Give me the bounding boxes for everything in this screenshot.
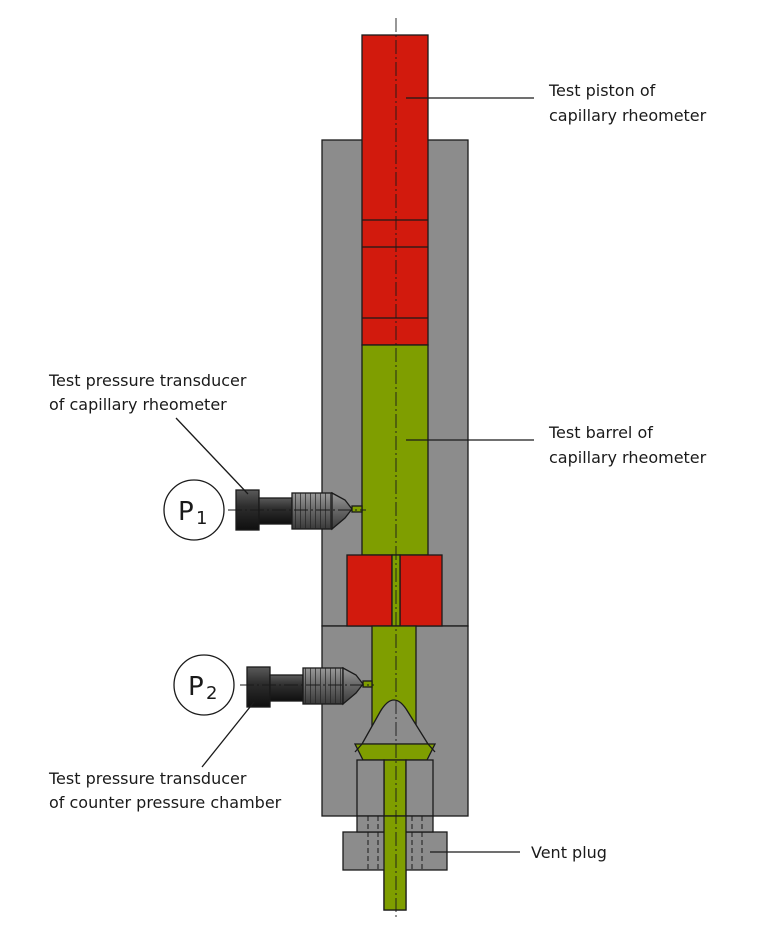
label-transducer-2-line2: of counter pressure chamber [49,793,282,812]
pressure-transducer-2 [246,666,373,708]
test-piston [361,34,429,346]
transducer-2-neck [269,674,304,702]
die-block-right [399,554,443,627]
vent-inner-left [356,759,385,817]
gauge-p1-letter: P [178,497,194,527]
transducer-1-tip [331,491,353,531]
gauge-p1-circle [163,479,225,541]
transducer-1-thread-marks [292,493,332,529]
gauge-p2: P 2 [173,654,235,716]
transducer-2-body [246,666,271,708]
gauge-p2-index: 2 [206,683,217,704]
leader-transducer-1 [175,417,249,495]
transducer-2-thread-marks [303,668,343,704]
transducer-2-tip [342,666,364,706]
label-vent-plug: Vent plug [531,843,607,862]
die-block-left [346,554,393,627]
transducer-2-probe [362,680,373,688]
gauge-p1: P 1 [163,479,225,541]
gauge-p2-letter: P [188,672,204,702]
collar-edge-2 [427,743,436,753]
vent-inner-right [405,759,434,817]
label-transducer-1-line1: Test pressure transducer [48,371,247,390]
label-piston-line1: Test piston of [548,81,656,100]
label-transducer-1-line2: of capillary rheometer [49,395,227,414]
label-transducer-2-line1: Test pressure transducer [48,769,247,788]
gauge-p1-index: 1 [196,508,207,529]
label-piston-line2: capillary rheometer [549,106,707,125]
label-barrel-line1: Test barrel of [548,423,653,442]
transducer-1-neck [258,497,293,525]
vent-tube-through-nut [383,815,407,911]
gauge-p2-circle [173,654,235,716]
test-barrel-melt [361,344,429,556]
leader-transducer-2 [201,701,255,768]
vent-collar [353,743,437,761]
transducer-1-probe [351,505,363,513]
collar-edge-1 [354,743,363,753]
label-barrel-line2: capillary rheometer [549,448,707,467]
